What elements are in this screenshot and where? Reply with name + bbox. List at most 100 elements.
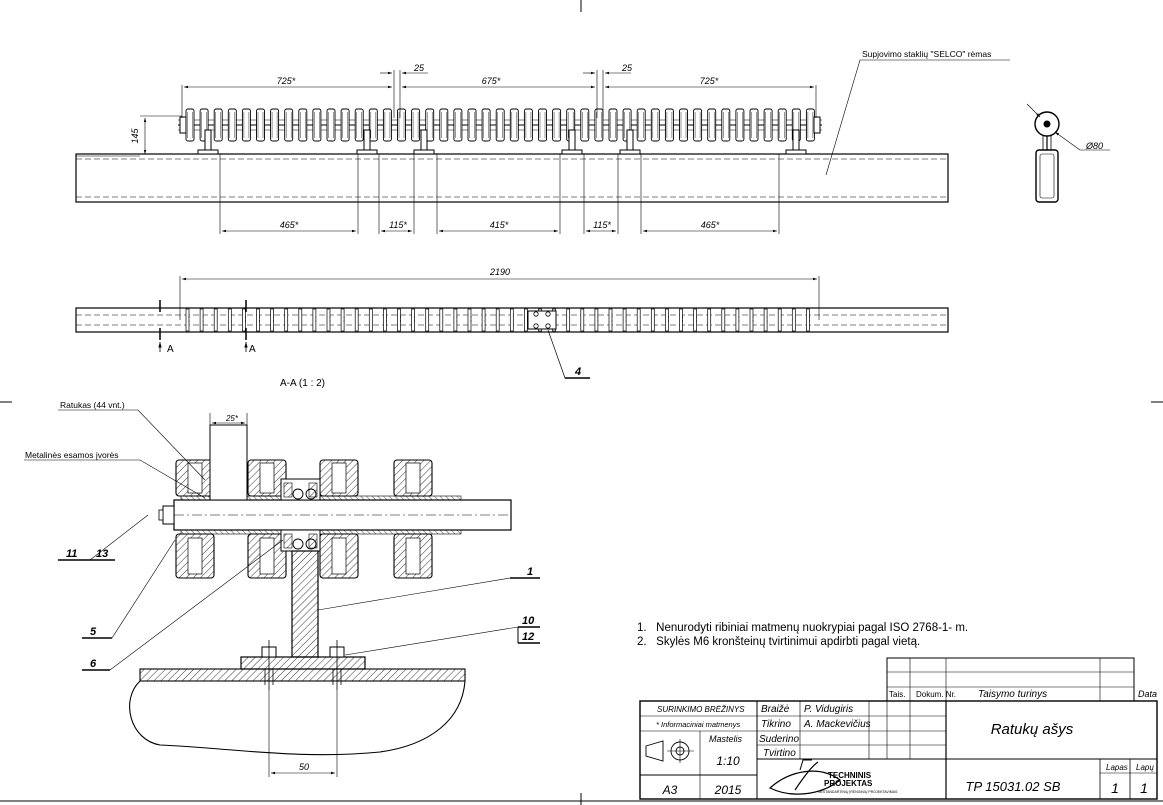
section-title: A-A (1 : 2) <box>280 378 325 389</box>
wheel-row-plan <box>185 308 810 332</box>
company-tagline: NESTANDARTINIŲ ĮRENGINIŲ PROJEKTAVIMAS <box>818 790 898 794</box>
section-a-a <box>24 409 540 777</box>
wheel <box>425 108 435 142</box>
wheel <box>354 108 364 142</box>
wheel <box>481 108 491 142</box>
plan-view <box>75 276 949 379</box>
callout-10: 10 <box>522 615 535 627</box>
wheel <box>636 108 646 142</box>
wheel <box>650 108 660 142</box>
rev-header-data: Data <box>1138 689 1157 699</box>
section-mark-a-left: A <box>167 344 174 355</box>
wheel-row-top <box>185 108 815 142</box>
wheel <box>693 108 703 142</box>
sheet-format: A3 <box>662 783 678 797</box>
wheel <box>523 108 533 142</box>
wheel <box>805 108 815 142</box>
wheel <box>721 108 731 142</box>
wheel <box>439 108 449 142</box>
wheel <box>185 108 195 142</box>
wheel <box>679 108 688 142</box>
label-selco-frame: Supjovimo staklių "SELCO" rėmas <box>862 49 991 59</box>
dim-465-right: 465* <box>701 220 720 230</box>
callout-11: 11 <box>66 548 77 560</box>
wheel <box>256 108 265 142</box>
wheel <box>495 108 505 142</box>
dim-725-left: 725* <box>277 76 296 86</box>
info-dims: * Informaciniai matmenys <box>656 720 740 729</box>
wheel <box>298 108 308 142</box>
wheel <box>467 108 477 142</box>
wheel <box>580 108 590 142</box>
wheel <box>552 108 562 142</box>
dim-415: 415* <box>490 220 509 230</box>
doc-type: SURINKIMO BRĖŽINYS <box>657 705 745 714</box>
wheel <box>509 108 519 142</box>
wheel <box>749 108 759 142</box>
wheel <box>270 108 280 142</box>
callout-12: 12 <box>522 631 534 643</box>
dim-25-right: 25 <box>621 63 633 73</box>
role-suderino: Suderino <box>759 734 799 745</box>
role-tvirtino: Tvirtino <box>763 748 796 759</box>
wheel <box>411 108 421 142</box>
plan-beam <box>75 307 949 333</box>
dim-465-left: 465* <box>280 220 299 230</box>
callout-13: 13 <box>96 548 108 560</box>
dim-675: 675* <box>482 76 501 86</box>
lapas-label: Lapas <box>1106 763 1128 772</box>
name-braize: P. Vidugiris <box>804 704 853 715</box>
lapu-value: 1 <box>1140 780 1148 796</box>
dim-phi80: Ø80 <box>1085 141 1103 151</box>
label-bushings: Metalinės esamos įvorės <box>25 450 119 460</box>
wheel <box>368 108 378 142</box>
wheel <box>284 108 294 142</box>
label-wheels: Ratukas (44 vnt.) <box>60 400 125 410</box>
rev-header-tais: Tais. <box>889 690 905 699</box>
role-braize: Braižė <box>761 704 790 715</box>
dim-25-left: 25 <box>413 63 425 73</box>
wheel <box>707 108 717 142</box>
company-name-2: PROJEKTAS <box>824 779 873 788</box>
dim-50: 50 <box>299 762 309 772</box>
lapu-label: Lapų <box>1136 763 1154 772</box>
year: 2015 <box>714 783 742 797</box>
note-2: 2. Skylės M6 kronšteinų tvirtinimui apdi… <box>637 636 920 648</box>
section-mark-a-right: A <box>249 344 256 355</box>
wheel <box>340 108 350 142</box>
top-elevation-view <box>75 59 1010 234</box>
dim-115-right: 115* <box>593 220 611 230</box>
wheel <box>608 108 618 142</box>
dim-115-left: 115* <box>389 220 407 230</box>
name-tikrino: A. Mackevičius <box>803 719 871 730</box>
frame-beam <box>75 153 949 203</box>
wheel <box>735 108 745 142</box>
lapas-value: 1 <box>1111 780 1119 796</box>
callout-4: 4 <box>574 366 581 378</box>
section-wheels <box>175 459 433 579</box>
wheel <box>213 108 223 142</box>
wheel <box>241 108 251 142</box>
wheel <box>594 108 604 142</box>
wheel <box>664 108 674 142</box>
callout-6: 6 <box>90 658 97 670</box>
callout-1: 1 <box>527 566 533 578</box>
wheel <box>538 108 547 142</box>
callout-5: 5 <box>90 626 97 638</box>
wheel <box>227 108 237 142</box>
wheel <box>312 108 322 142</box>
wheel <box>453 108 463 142</box>
wheel <box>777 108 787 142</box>
wheel-side-detail <box>1026 103 1110 203</box>
dim-25-section: 25* <box>225 414 239 423</box>
role-tikrino: Tikrino <box>761 719 791 730</box>
wheel <box>326 108 336 142</box>
company-logo <box>768 770 841 795</box>
rev-header-content: Taisymo turinys <box>978 689 1047 700</box>
rev-header-dokum: Dokum. Nr. <box>916 690 956 699</box>
drawing-title: Ratukų ašys <box>991 721 1074 738</box>
mastelis-label: Mastelis <box>709 734 743 744</box>
title-block <box>639 657 1158 800</box>
